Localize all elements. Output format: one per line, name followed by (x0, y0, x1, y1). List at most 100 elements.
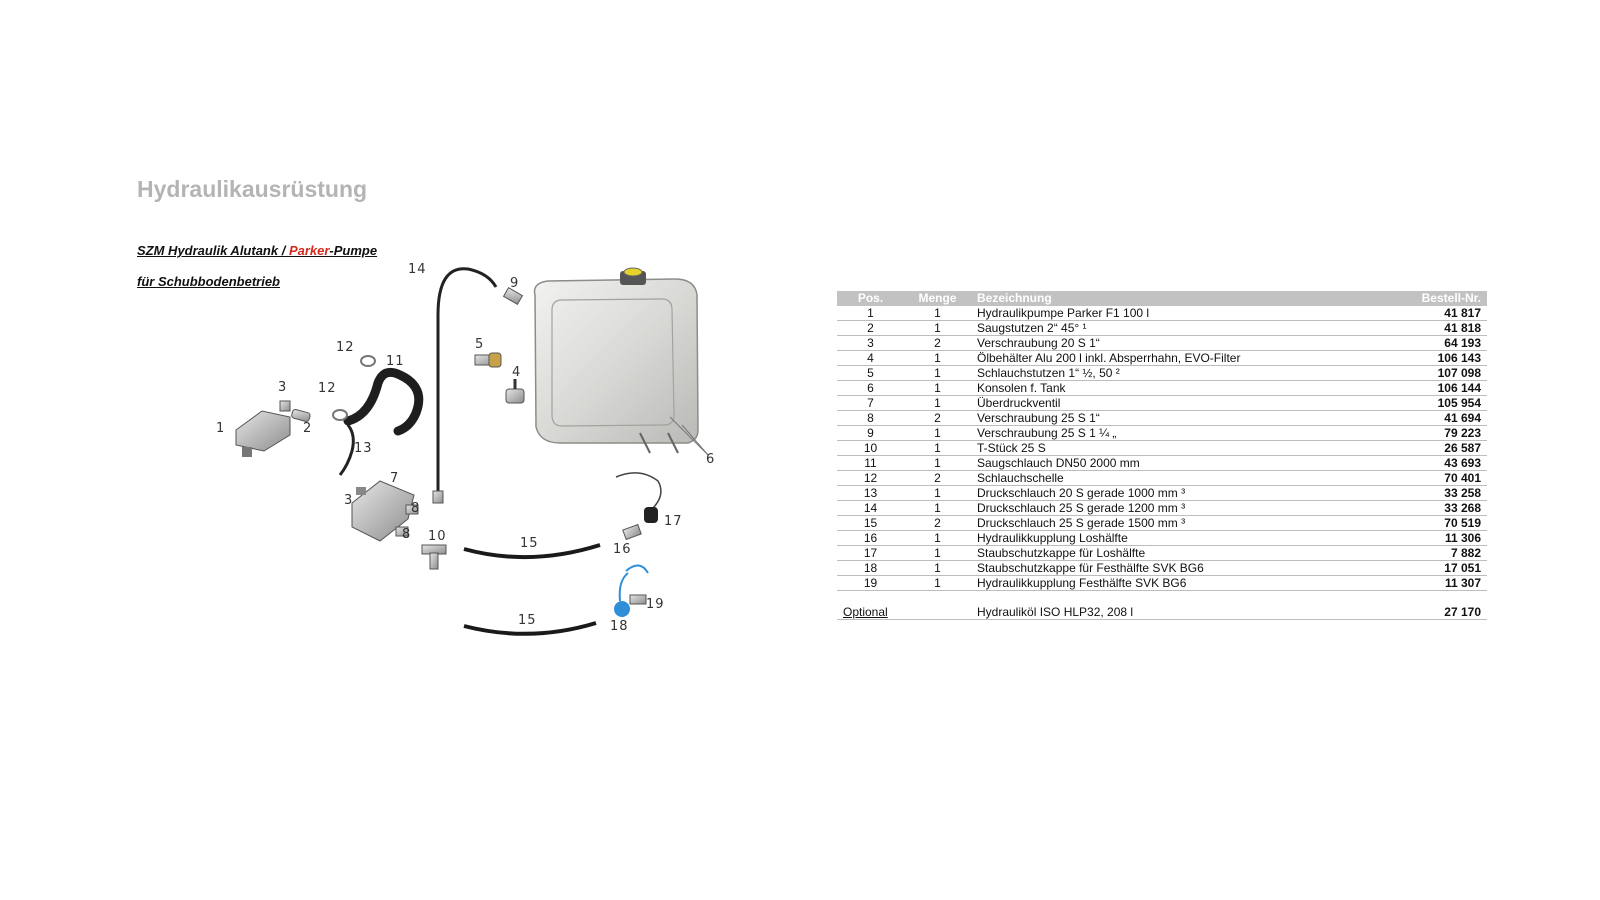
cell-menge: 1 (904, 485, 971, 501)
optional-bestell-nr: 27 170 (1365, 605, 1487, 620)
cell-bezeichnung: Schlauchstutzen 1“ ½, 50 ² (971, 365, 1365, 381)
callout-3-top: 3 (278, 380, 287, 395)
cell-pos: 11 (837, 455, 904, 471)
cell-menge: 2 (904, 410, 971, 426)
spacer-cell (837, 591, 1487, 606)
cell-menge: 1 (904, 425, 971, 441)
subtitle-prefix: SZM Hydraulik Alutank / (137, 243, 289, 258)
subtitle-brand: Parker (288, 243, 330, 258)
fitting-9 (502, 286, 524, 306)
cell-pos: 19 (837, 575, 904, 591)
cell-bestell-nr: 106 144 (1365, 380, 1487, 396)
cell-menge: 1 (904, 500, 971, 516)
cell-menge: 2 (904, 515, 971, 531)
callout-11: 11 (386, 354, 405, 369)
cell-pos: 14 (837, 500, 904, 516)
header-pos: Pos. (837, 291, 904, 306)
cell-bestell-nr: 79 223 (1365, 425, 1487, 441)
cell-bestell-nr: 7 882 (1365, 545, 1487, 561)
callout-14: 14 (408, 262, 427, 277)
callout-1: 1 (216, 421, 225, 436)
optional-bezeichnung: Hydrauliköl ISO HLP32, 208 l (971, 605, 1365, 620)
cell-bestell-nr: 41 817 (1365, 306, 1487, 321)
callout-13: 13 (354, 441, 373, 456)
cell-pos: 12 (837, 470, 904, 486)
callout-4: 4 (512, 365, 521, 380)
table-header-row: Pos. Menge Bezeichnung Bestell-Nr. (837, 291, 1487, 306)
callout-12-top: 12 (336, 340, 355, 355)
cell-bezeichnung: Überdruckventil (971, 395, 1365, 411)
cell-pos: 8 (837, 410, 904, 426)
cell-pos: 3 (837, 335, 904, 351)
subtitle-line1: SZM Hydraulik Alutank / Parker-Pumpe (137, 243, 377, 258)
cell-bezeichnung: Hydraulikpumpe Parker F1 100 l (971, 306, 1365, 321)
cell-bezeichnung: T-Stück 25 S (971, 440, 1365, 456)
cell-menge: 1 (904, 455, 971, 471)
cell-menge: 2 (904, 335, 971, 351)
callout-5: 5 (475, 337, 484, 352)
cell-bezeichnung: Schlauchschelle (971, 470, 1365, 486)
t-piece-10 (421, 544, 447, 570)
cell-pos: 13 (837, 485, 904, 501)
cell-bezeichnung: Staubschutzkappe für Loshälfte (971, 545, 1365, 561)
cell-bestell-nr: 33 258 (1365, 485, 1487, 501)
valve-4 (505, 379, 525, 404)
optional-label: Optional (837, 605, 971, 620)
cell-menge: 2 (904, 470, 971, 486)
valve-block-7 (351, 480, 419, 542)
cell-bezeichnung: Staubschutzkappe für Festhälfte SVK BG6 (971, 560, 1365, 576)
cell-pos: 7 (837, 395, 904, 411)
hydraulic-parts-diagram: 14 9 5 4 12 11 3 12 1 2 13 7 3 8 8 10 15… (216, 262, 714, 636)
cell-menge: 1 (904, 350, 971, 366)
callout-18: 18 (610, 619, 629, 634)
cell-menge: 1 (904, 365, 971, 381)
cell-bestell-nr: 70 401 (1365, 470, 1487, 486)
cell-bestell-nr: 105 954 (1365, 395, 1487, 411)
callout-15-lower: 15 (518, 613, 537, 628)
page-title: Hydraulikausrüstung (137, 176, 368, 202)
cell-bezeichnung: Ölbehälter Alu 200 l inkl. Absperrhahn, … (971, 350, 1365, 366)
cell-bezeichnung: Saugstutzen 2“ 45° ¹ (971, 320, 1365, 336)
pressure-hose-13 (338, 424, 355, 476)
subtitle-suffix: -Pumpe (329, 243, 378, 258)
cell-menge: 1 (904, 440, 971, 456)
cell-pos: 16 (837, 530, 904, 546)
cell-pos: 10 (837, 440, 904, 456)
cell-bestell-nr: 11 306 (1365, 530, 1487, 546)
hose-14 (436, 267, 498, 497)
subtitle-line2: für Schubbodenbetrieb (137, 274, 280, 289)
callout-3-low: 3 (344, 493, 353, 508)
cell-menge: 1 (904, 575, 971, 591)
callout-15-upper: 15 (520, 536, 539, 551)
cell-bestell-nr: 41 694 (1365, 410, 1487, 426)
callout-12-mid: 12 (318, 381, 337, 396)
cell-pos: 2 (837, 320, 904, 336)
header-menge: Menge (904, 291, 971, 306)
hose-15-upper (463, 543, 601, 560)
cell-pos: 5 (837, 365, 904, 381)
cell-bezeichnung: Konsolen f. Tank (971, 380, 1365, 396)
cell-menge: 1 (904, 380, 971, 396)
cell-bezeichnung: Druckschlauch 25 S gerade 1200 mm ³ (971, 500, 1365, 516)
cell-bestell-nr: 107 098 (1365, 365, 1487, 381)
fitting-5 (474, 352, 502, 368)
cell-bestell-nr: 43 693 (1365, 455, 1487, 471)
cell-pos: 1 (837, 306, 904, 321)
dust-cap-17 (615, 472, 662, 523)
callout-17: 17 (664, 514, 683, 529)
callout-8-a: 8 (411, 501, 420, 516)
